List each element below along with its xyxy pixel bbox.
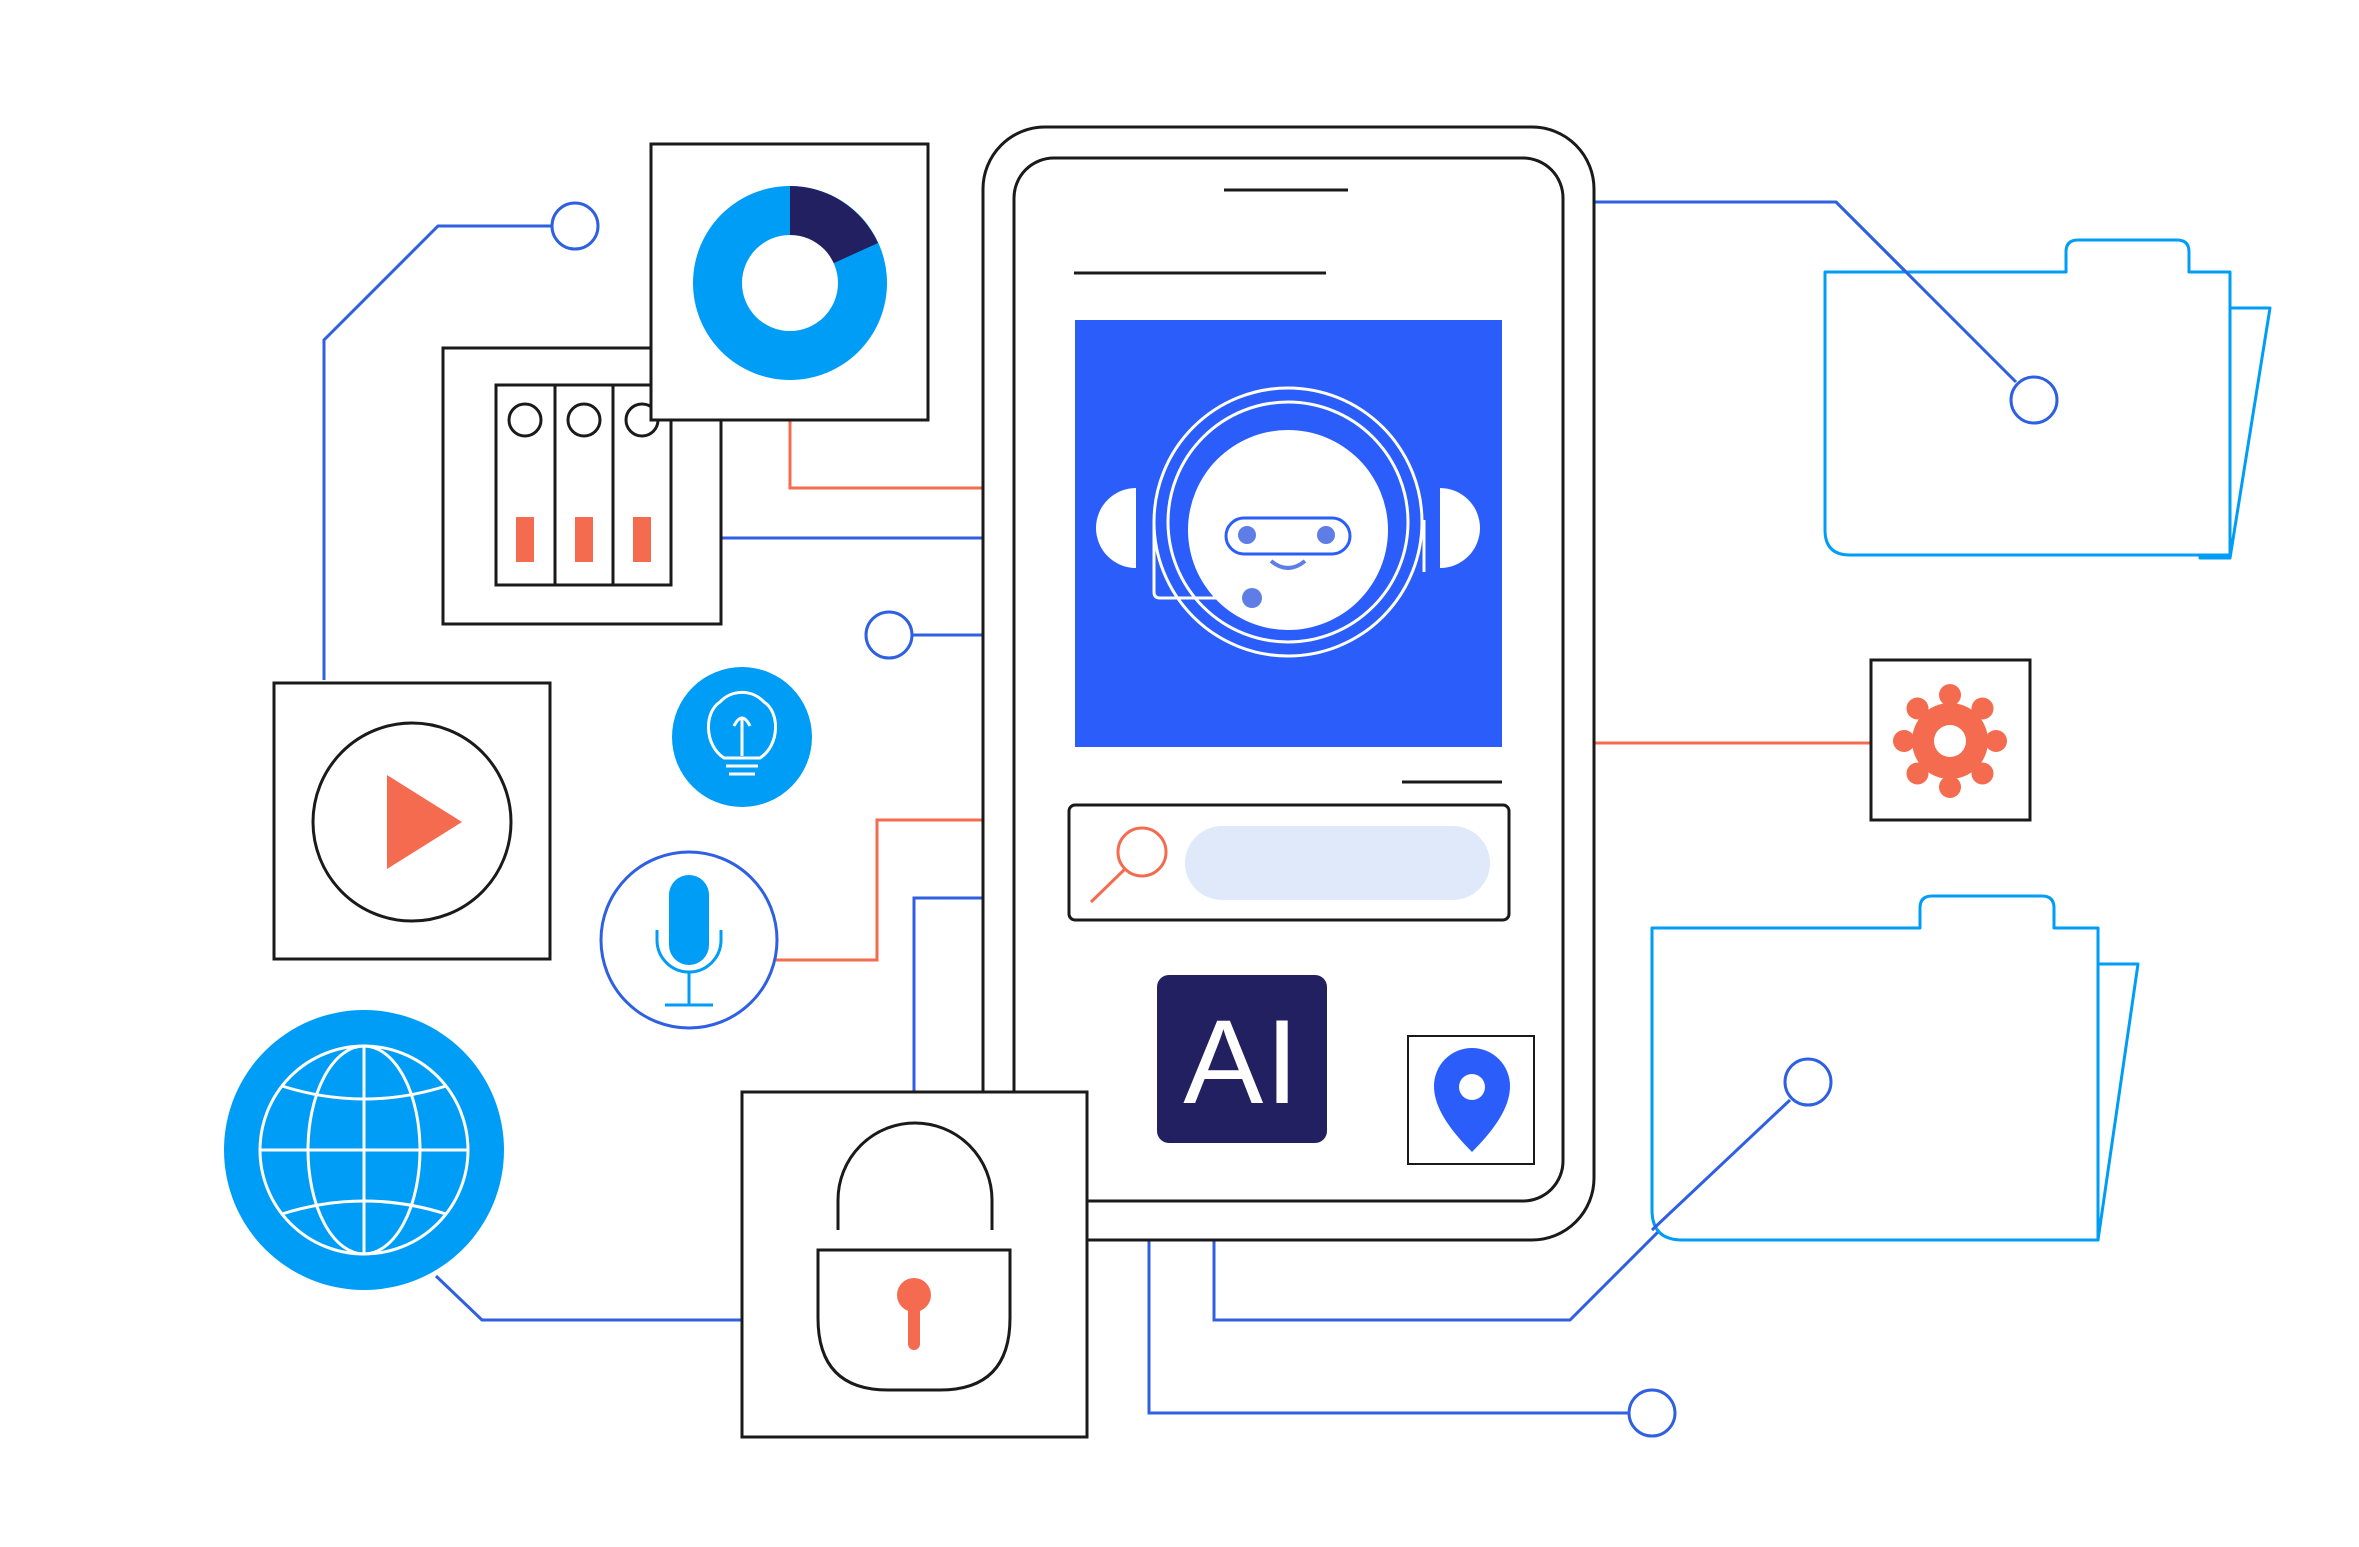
robot-headset-icon xyxy=(1096,386,1480,658)
location-tile xyxy=(1407,1035,1535,1165)
play-icon xyxy=(387,775,462,869)
smartphone: AI xyxy=(981,125,1596,1242)
donut-chart-icon xyxy=(693,186,887,380)
connector-node xyxy=(1783,1057,1833,1107)
video-panel xyxy=(272,681,552,961)
search-bar[interactable] xyxy=(1067,803,1511,922)
connector-line xyxy=(1147,1240,1628,1415)
connector-line xyxy=(776,818,983,962)
connector-node xyxy=(864,610,914,660)
lightbulb-button xyxy=(672,667,812,807)
connector-line xyxy=(434,1274,742,1322)
connector-node xyxy=(550,201,600,251)
folder-icon xyxy=(1650,894,2140,1242)
globe-icon xyxy=(258,1044,470,1256)
search-icon xyxy=(1089,826,1168,904)
padlock-icon xyxy=(816,1121,1012,1392)
connector-line xyxy=(912,896,983,1092)
connector-node xyxy=(1627,1388,1677,1438)
gear-tile xyxy=(1869,658,2032,822)
connector-line xyxy=(1650,1098,1792,1232)
search-input[interactable] xyxy=(1185,826,1490,900)
connector-line xyxy=(1834,200,2018,384)
ai-badge-label: AI xyxy=(1183,995,1300,1129)
lightbulb-icon xyxy=(707,690,777,776)
connector-node xyxy=(2009,375,2059,425)
ai-badge: AI xyxy=(1157,975,1327,1143)
binders-icon xyxy=(494,383,673,587)
connector-line xyxy=(788,420,983,490)
gear-icon xyxy=(1893,684,2007,798)
globe-button xyxy=(224,1010,504,1290)
lock-panel xyxy=(740,1090,1089,1439)
connector-line xyxy=(322,224,552,680)
microphone-icon xyxy=(655,875,723,1007)
microphone-button xyxy=(599,850,779,1030)
donut-panel xyxy=(649,142,930,422)
